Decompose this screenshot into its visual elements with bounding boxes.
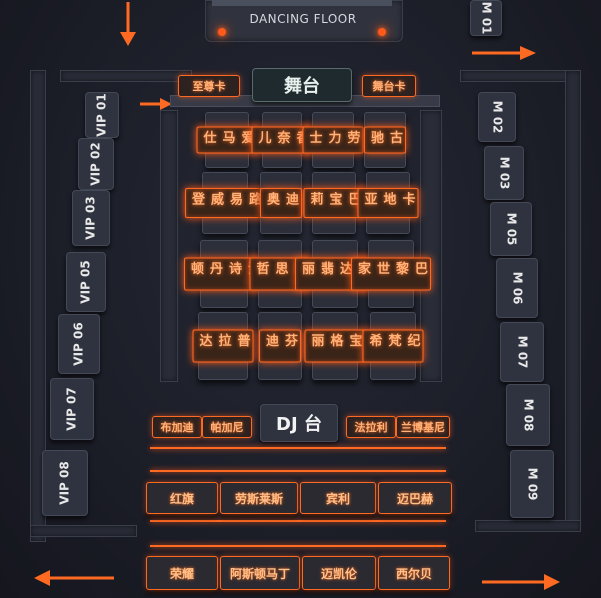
bottom-left-wall — [30, 525, 137, 537]
dj-side-seat[interactable]: 帕加尼 — [202, 416, 252, 438]
seat-row1[interactable]: 迈巴赫 — [378, 482, 452, 514]
neon-stripe — [150, 520, 446, 522]
stage-sign[interactable]: 舞台 — [252, 68, 352, 102]
m-room-07[interactable]: M 07 — [500, 322, 544, 382]
booth-label: 劳力士 — [302, 126, 364, 154]
dj-side-seat[interactable]: 法拉利 — [346, 416, 396, 438]
vip-room-label: VIP 05 — [79, 260, 93, 304]
inner-left-wall — [160, 110, 178, 382]
room-m01[interactable]: M 01 — [470, 0, 502, 36]
bottom-right-wall — [475, 520, 581, 532]
vip-room-label: VIP 08 — [58, 461, 72, 505]
m-room-label: M 05 — [503, 212, 518, 246]
dj-side-seat[interactable]: 兰博基尼 — [396, 416, 450, 438]
dj-booth[interactable]: DJ 台 — [260, 404, 338, 442]
booth-label: 宝格丽 — [304, 329, 366, 363]
booth[interactable]: 江诗丹顿 — [184, 240, 264, 308]
booth-label: 路易威登 — [185, 188, 265, 218]
left-vertical-wall — [30, 70, 46, 542]
vip-room-07[interactable]: VIP 07 — [50, 378, 94, 440]
booth[interactable]: 劳力士 — [302, 112, 364, 168]
booth-label: 普拉达 — [192, 329, 254, 363]
seat-row2[interactable]: 阿斯顿马丁 — [220, 556, 300, 590]
booth[interactable]: 宝格丽 — [304, 312, 366, 380]
dance-floor-light-right — [378, 28, 386, 36]
vip-room-label: VIP 06 — [72, 322, 86, 366]
vip-room-08[interactable]: VIP 08 — [42, 450, 88, 516]
arrow-right-bottom-icon — [482, 574, 560, 590]
booth[interactable]: 迪奥 — [260, 172, 302, 234]
booth[interactable]: 普拉达 — [192, 312, 254, 380]
booth[interactable]: 芬迪 — [258, 312, 302, 380]
vip-room-label: VIP 01 — [95, 93, 109, 137]
booth-label: 古驰 — [364, 126, 406, 154]
seat-row1[interactable]: 宾利 — [300, 482, 376, 514]
m-room-03[interactable]: M 03 — [484, 146, 524, 200]
booth-label: 纪梵希 — [362, 329, 424, 363]
m-room-09[interactable]: M 09 — [510, 450, 554, 518]
vip-room-06[interactable]: VIP 06 — [58, 314, 100, 374]
card-right[interactable]: 舞台卡 — [362, 75, 416, 97]
dj-side-seat[interactable]: 布加迪 — [152, 416, 202, 438]
m-room-label: M 06 — [509, 271, 524, 305]
booth-label: 迪奥 — [260, 188, 302, 218]
neon-stripe — [150, 545, 446, 547]
inner-right-wall — [420, 110, 442, 382]
booth[interactable]: 纪梵希 — [362, 312, 424, 380]
vip-room-label: VIP 02 — [89, 142, 103, 186]
m-room-label: M 03 — [496, 156, 511, 190]
m-room-05[interactable]: M 05 — [490, 202, 532, 256]
seat-row2[interactable]: 西尔贝 — [378, 556, 450, 590]
seat-row1[interactable]: 劳斯莱斯 — [220, 482, 298, 514]
vip-room-02[interactable]: VIP 02 — [78, 138, 114, 190]
m-room-label: M 09 — [524, 467, 539, 501]
neon-stripe — [150, 470, 446, 472]
booth[interactable]: 卡地亚 — [357, 172, 419, 234]
booth-label: 爱马仕 — [196, 126, 258, 154]
vip-room-03[interactable]: VIP 03 — [72, 190, 110, 246]
m-room-06[interactable]: M 06 — [496, 258, 538, 318]
arrow-right-top-icon — [472, 46, 536, 60]
card-left[interactable]: 至尊卡 — [178, 75, 240, 97]
booth[interactable]: 古驰 — [364, 112, 406, 168]
m-room-08[interactable]: M 08 — [506, 384, 550, 446]
booth[interactable]: 巴宝莉 — [303, 172, 365, 234]
dance-floor-label: DANCING FLOOR — [249, 12, 357, 26]
right-vertical-wall — [565, 70, 581, 532]
booth[interactable]: 巴黎世家 — [351, 240, 431, 308]
m-room-02[interactable]: M 02 — [478, 92, 516, 142]
arrow-left-bottom-icon — [34, 570, 114, 586]
arrow-right-small-icon — [140, 98, 172, 110]
m-room-label: M 02 — [489, 100, 504, 134]
booth-label: 卡地亚 — [357, 188, 419, 218]
booth[interactable]: 香奈儿 — [251, 112, 313, 168]
vip-room-05[interactable]: VIP 05 — [66, 252, 106, 312]
room-m01-label: M 01 — [479, 1, 494, 35]
booth[interactable]: 路易威登 — [185, 172, 265, 234]
vip-room-01[interactable]: VIP 01 — [85, 92, 119, 138]
right-outer-wall — [460, 70, 572, 82]
arrow-down-icon — [120, 2, 136, 46]
booth[interactable]: 爱马仕 — [196, 112, 258, 168]
dance-floor-light-left — [218, 28, 226, 36]
seat-row2[interactable]: 迈凯伦 — [302, 556, 376, 590]
m-room-label: M 07 — [514, 335, 529, 369]
seat-row2[interactable]: 荣耀 — [146, 556, 218, 590]
stage-label: 舞台 — [284, 76, 320, 97]
left-outer-wall — [60, 70, 192, 82]
m-room-label: M 08 — [520, 398, 535, 432]
booth-label: 巴宝莉 — [303, 188, 365, 218]
seat-row1[interactable]: 红旗 — [146, 482, 218, 514]
dance-floor-rail — [212, 0, 392, 6]
vip-room-label: VIP 07 — [65, 387, 79, 431]
neon-stripe — [150, 447, 446, 449]
dj-booth-label: DJ 台 — [276, 414, 322, 435]
vip-room-label: VIP 03 — [84, 196, 98, 240]
booth-label: 巴黎世家 — [351, 257, 431, 291]
booth-label: 芬迪 — [259, 329, 301, 363]
